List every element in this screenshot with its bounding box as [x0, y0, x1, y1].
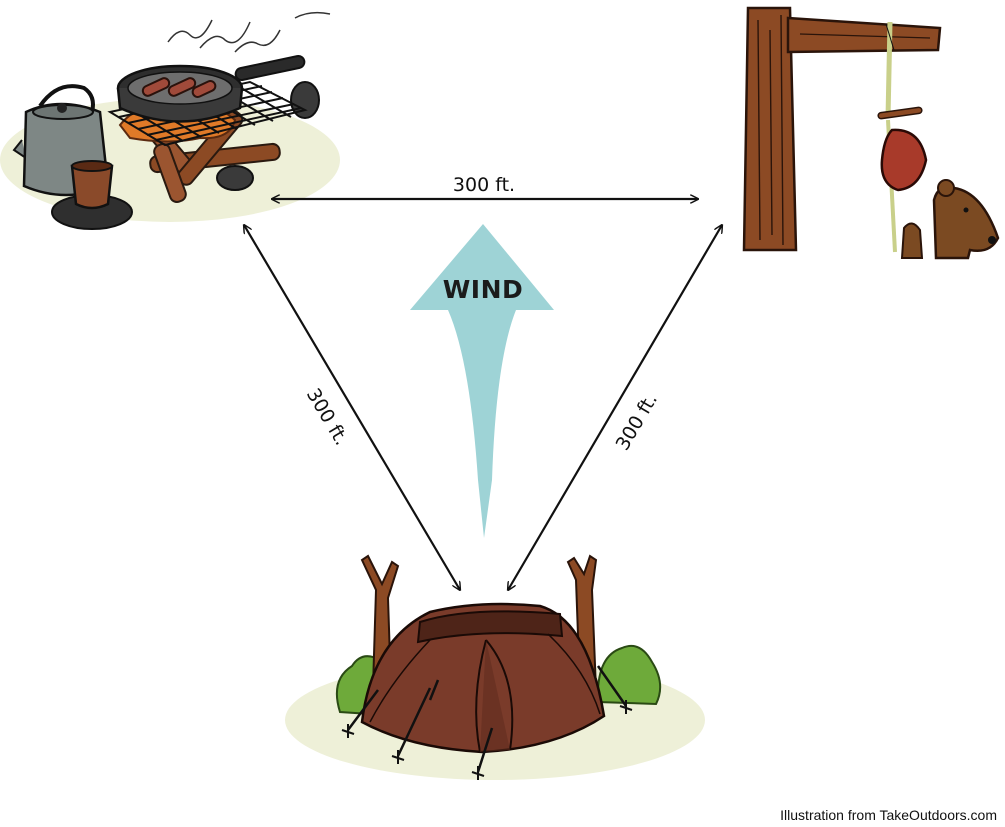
hanging-food-bag-icon [742, 6, 1000, 260]
illustration-credit: Illustration from TakeOutdoors.com [780, 807, 997, 823]
tent-icon [285, 554, 705, 780]
distance-label-top: 300 ft. [453, 174, 515, 196]
wind-arrow-icon: WIND [410, 224, 554, 538]
edge-campfire-tent: 300 ft. [244, 225, 460, 590]
campfire-cooking-icon [0, 11, 340, 230]
wind-label: WIND [443, 275, 524, 304]
edge-campfire-food-hang: 300 ft. [272, 174, 698, 199]
edge-food-hang-tent: 300 ft. [508, 225, 722, 590]
distance-arrow [244, 225, 460, 590]
distance-arrow [508, 225, 722, 590]
